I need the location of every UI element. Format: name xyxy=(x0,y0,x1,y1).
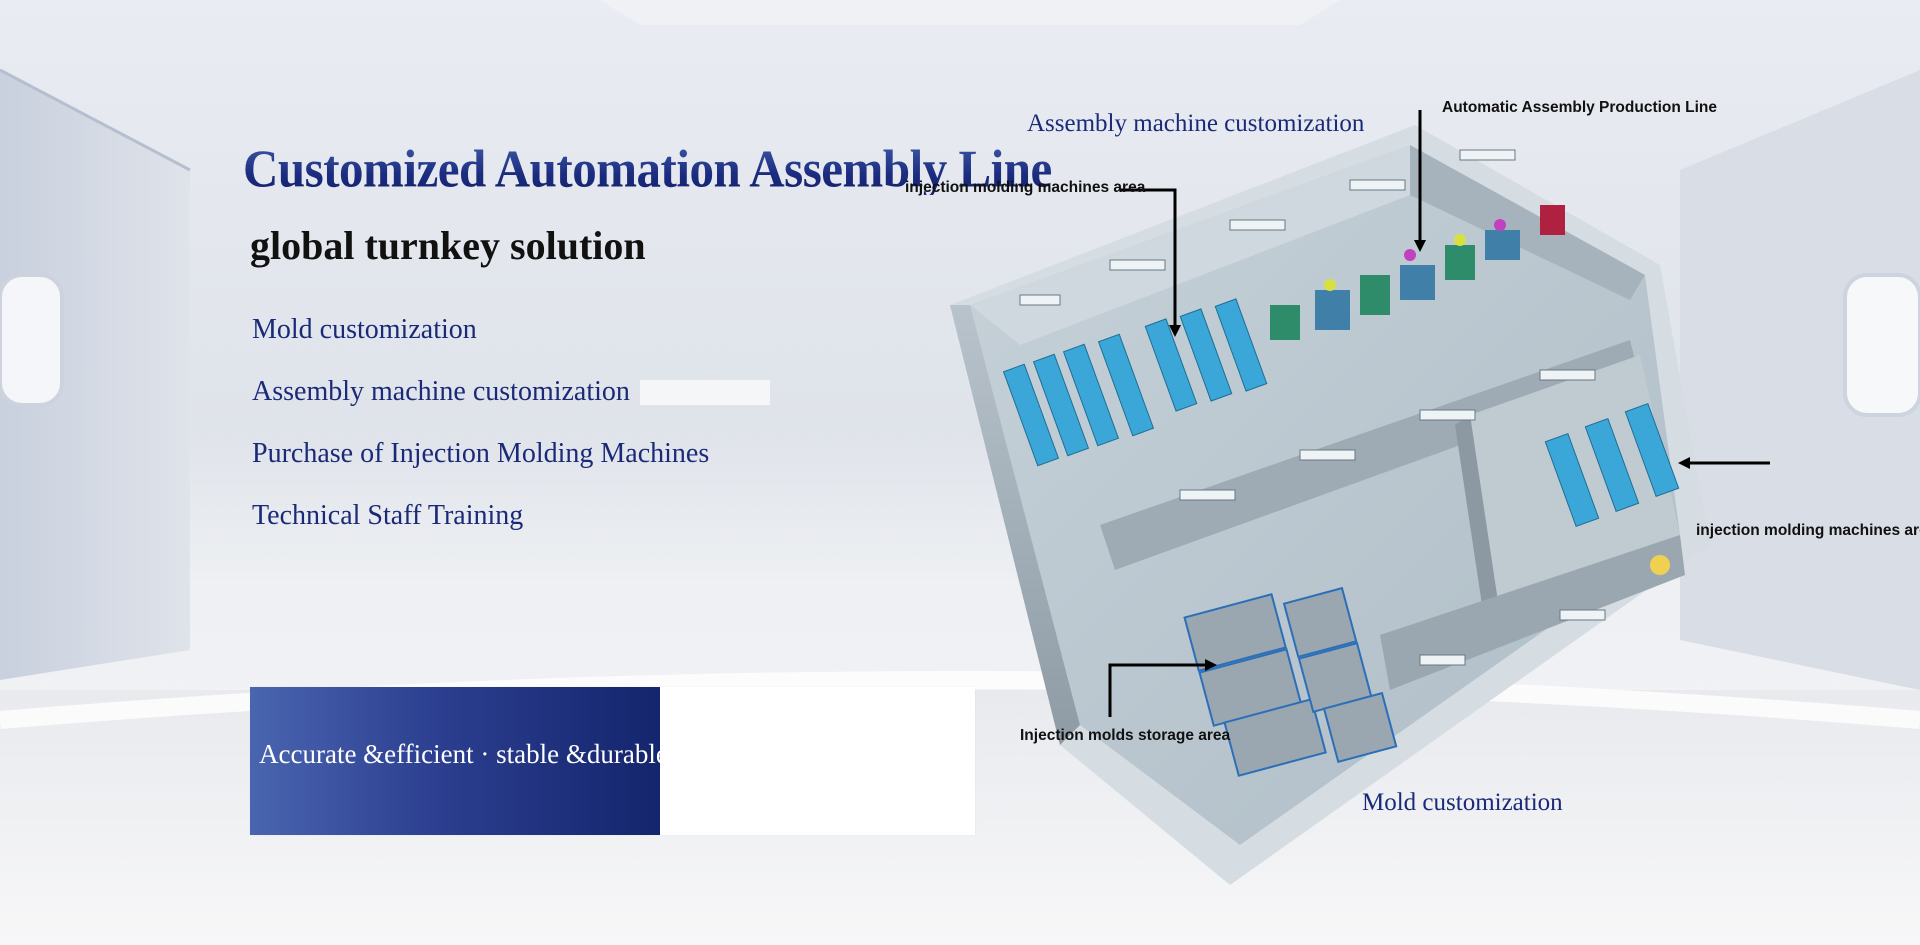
tagline-text: Accurate &efficient · stable &durable xyxy=(259,739,668,769)
feature-item-assembly: Assembly machine customization xyxy=(252,376,630,407)
label-storage-area: Injection molds storage area xyxy=(1020,727,1231,744)
feature-item-training: Technical Staff Training xyxy=(252,500,524,531)
factory-layout-illustration xyxy=(950,110,1770,885)
feature-list: Mold customization Assembly machine cust… xyxy=(252,310,709,558)
machines-upper xyxy=(1002,298,1268,467)
label-mold-customization: Mold customization xyxy=(1362,789,1563,816)
label-assembly-customization: Assembly machine customization xyxy=(1027,110,1365,137)
feature-item-purchase: Purchase of Injection Molding Machines xyxy=(252,438,710,469)
machines-right xyxy=(1544,402,1680,528)
feature-item-mold: Mold customization xyxy=(252,314,477,345)
tagline-banner: Accurate &efficient · stable &durable xyxy=(250,687,975,835)
label-imm-area-right: injection molding machines area xyxy=(1696,522,1920,539)
assembly-equipment xyxy=(1270,205,1565,340)
hero-subtitle: global turnkey solution xyxy=(250,223,646,268)
tagline-blue-block: Accurate &efficient · stable &durable xyxy=(250,687,668,835)
label-automatic-assembly-line: Automatic Assembly Production Line xyxy=(1442,99,1718,116)
hero-title: Customized Automation Assembly Line xyxy=(243,138,1052,199)
storage-racks xyxy=(1183,586,1398,777)
label-imm-area-top: injection molding machines area xyxy=(905,179,1146,196)
